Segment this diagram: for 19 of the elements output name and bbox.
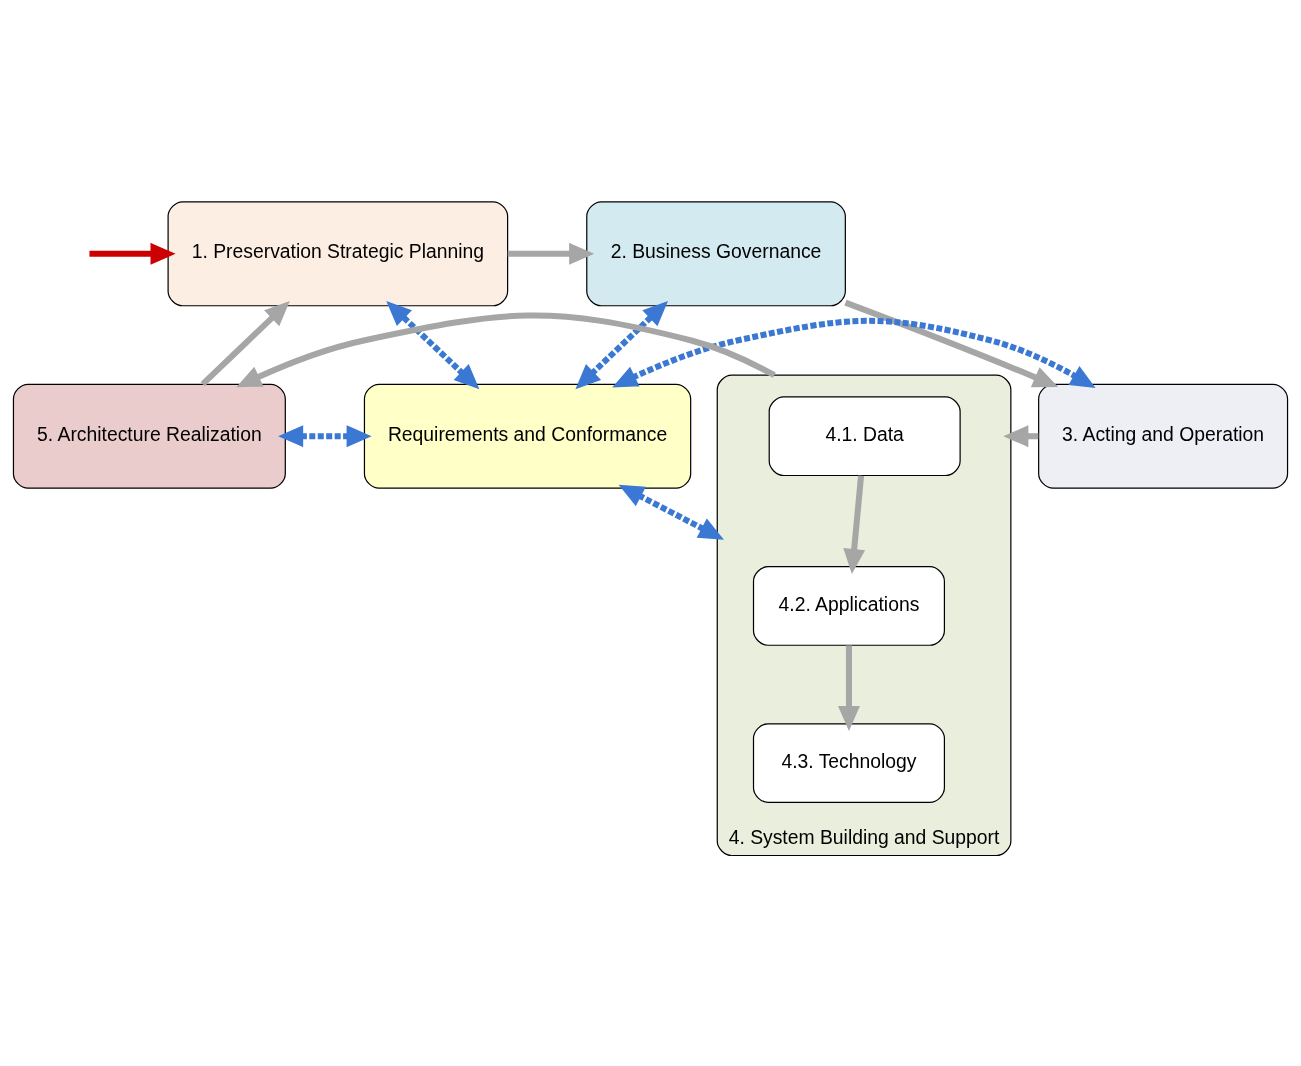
- arrow: [200, 300, 290, 386]
- node-box: 3. Acting and Operation: [1038, 383, 1289, 489]
- node-box: 2. Business Governance: [586, 200, 846, 306]
- node-box: 1. Preservation Strategic Planning: [167, 200, 509, 306]
- arrow: [278, 424, 372, 447]
- arrow: [89, 242, 176, 265]
- arrow: [838, 644, 860, 731]
- node-box: 4.2. Applications: [752, 565, 945, 646]
- arrow: [612, 317, 1096, 388]
- node-box: 5. Architecture Realization: [12, 383, 286, 489]
- arrow: [618, 484, 724, 540]
- arrow: [386, 300, 480, 389]
- arrow: [507, 242, 595, 265]
- arrow: [844, 299, 1059, 387]
- node-box: 4.1. Data: [768, 395, 961, 476]
- node-box: Requirements and Conformance: [363, 383, 692, 489]
- node-box: 4.3. Technology: [752, 722, 945, 803]
- arrow: [843, 475, 866, 574]
- arrow: [575, 300, 668, 389]
